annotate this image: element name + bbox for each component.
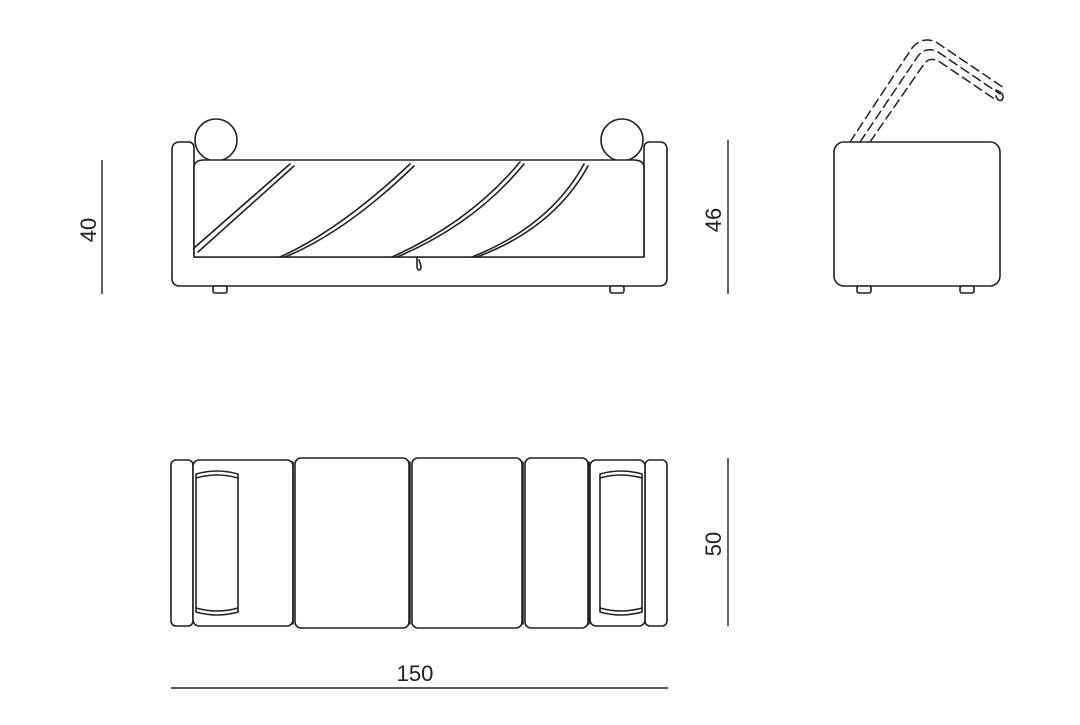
front-view <box>171 118 668 294</box>
bolster-edge <box>599 607 643 612</box>
fold-line <box>193 163 291 249</box>
folded-cushion-outline <box>859 49 1001 143</box>
fold-line <box>391 161 521 258</box>
bolster-edge <box>195 607 239 612</box>
top-cushion-section <box>411 457 523 629</box>
front-height-label: 40 <box>76 218 101 242</box>
fold-line <box>396 163 525 258</box>
top-cushion-section <box>294 457 410 629</box>
fold-line <box>476 165 589 258</box>
top-view <box>170 457 668 629</box>
zipper-pull <box>416 256 422 271</box>
folded-cushion-outline <box>869 58 997 143</box>
side-body <box>833 141 1001 287</box>
top-right-bolster <box>599 470 643 616</box>
top-right-arm <box>644 459 668 627</box>
bolster-edge <box>599 474 643 479</box>
left-bolster <box>194 118 238 162</box>
folded-cushion-outline <box>849 39 1005 143</box>
fold-line <box>471 163 585 258</box>
width-label: 150 <box>397 661 434 686</box>
bolster-edge <box>195 474 239 479</box>
depth-label: 50 <box>701 532 726 556</box>
side-foot <box>959 285 975 294</box>
front-cushion <box>193 159 645 258</box>
side-view <box>833 39 1005 294</box>
front-foot <box>609 285 625 294</box>
side-foot <box>856 285 872 294</box>
right-bolster <box>600 118 644 162</box>
fold-line <box>197 165 295 253</box>
zipper-pull-side <box>995 89 1004 102</box>
front-foot <box>212 285 228 294</box>
top-left-bolster <box>195 470 239 616</box>
top-left-arm <box>170 459 194 627</box>
fold-line <box>279 163 411 258</box>
total-height-label: 46 <box>701 208 726 232</box>
top-cushion-section <box>524 457 589 629</box>
fold-line <box>284 165 415 258</box>
